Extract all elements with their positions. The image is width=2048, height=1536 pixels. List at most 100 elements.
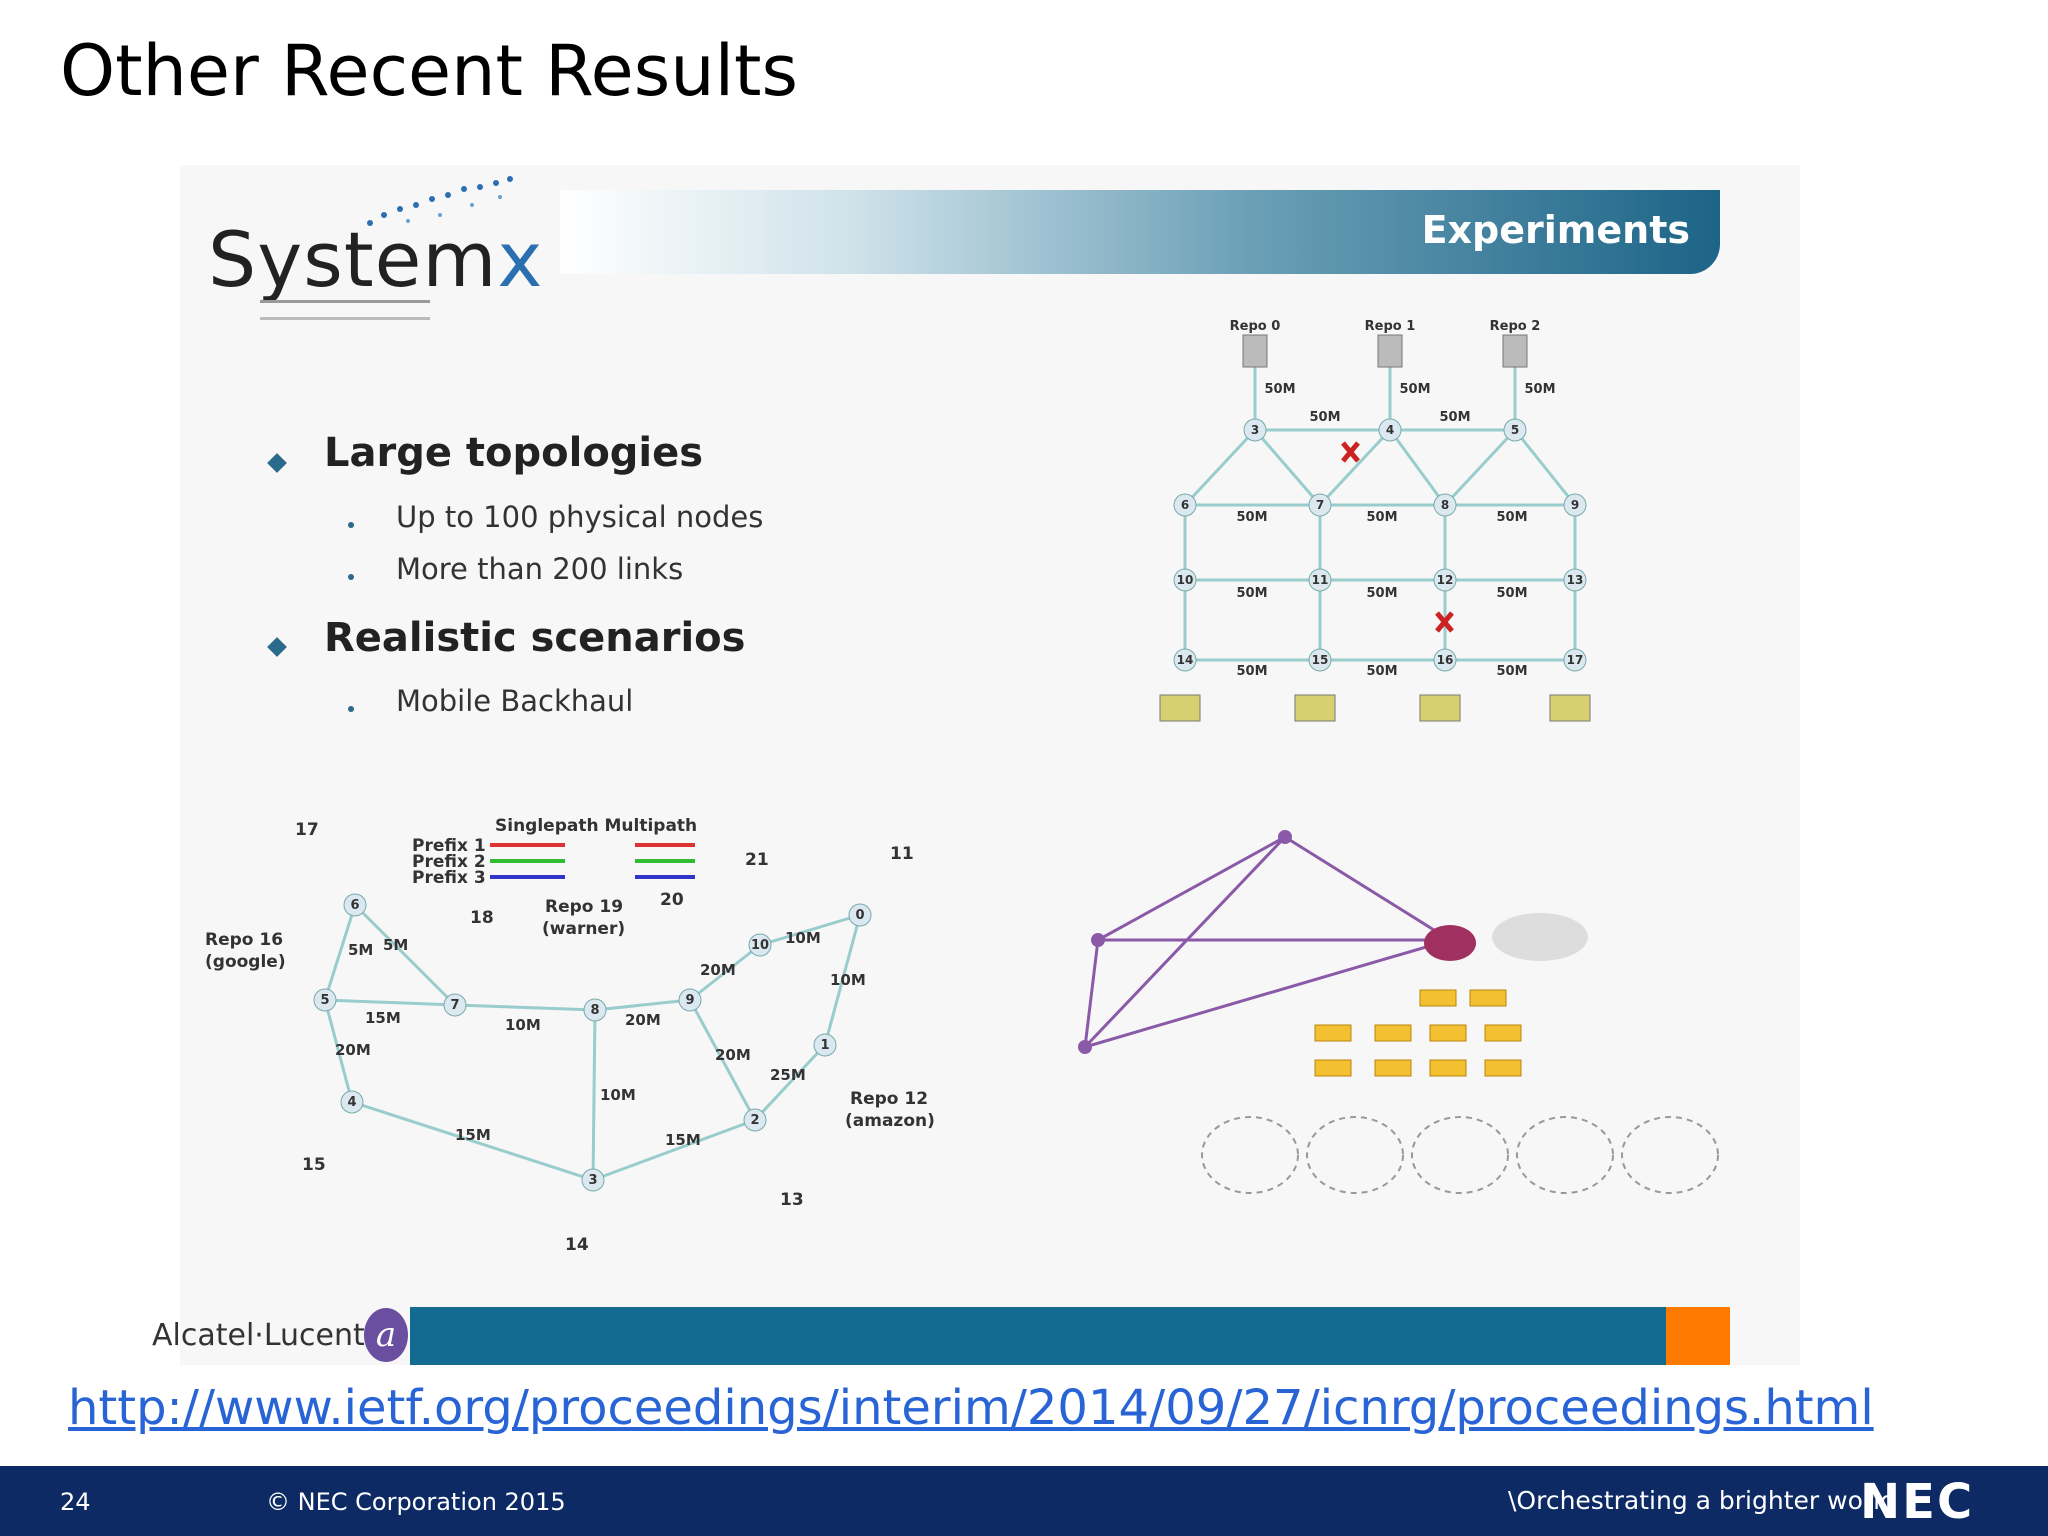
- repo-label: (amazon): [845, 1111, 935, 1131]
- slide-title: Other Recent Results: [60, 30, 798, 112]
- link-label: 10M: [600, 1086, 636, 1104]
- alcatel-band: [410, 1307, 1730, 1365]
- link-label: 50M: [1524, 382, 1555, 397]
- node-label: 10: [751, 938, 769, 953]
- banner-label: Experiments: [1421, 208, 1690, 252]
- link-label: 15M: [455, 1126, 491, 1144]
- legend-prefix-1: Prefix 1: [412, 836, 486, 856]
- node-label: 5: [1511, 423, 1519, 437]
- alcatel-lucent-name: Alcatel·Lucent: [152, 1318, 365, 1353]
- link-label: 15M: [665, 1131, 701, 1149]
- link-label: 50M: [1309, 410, 1340, 425]
- node-label: 13: [1567, 573, 1584, 587]
- link-label: 50M: [1496, 510, 1527, 525]
- grid-topology-diagram: Repo 0 Repo 1 Repo 2 50M 50M 50M 50M 50M…: [1159, 319, 1591, 722]
- nec-logo: NEC: [1860, 1474, 1975, 1530]
- node-label: 15: [1312, 653, 1329, 667]
- link-label: 20M: [700, 961, 736, 979]
- experiments-banner: Experiments: [560, 190, 1720, 274]
- link-label: 5M: [383, 936, 408, 954]
- client-label: 13: [780, 1190, 804, 1210]
- bullet-large-topologies: Large topologies: [324, 430, 704, 476]
- node-label: 6: [350, 898, 359, 913]
- orange-logo-block: [1666, 1307, 1730, 1365]
- link-label: 20M: [715, 1046, 751, 1064]
- link-label: 20M: [335, 1041, 371, 1059]
- sub-bullet-mobile-backhaul: Mobile Backhaul: [396, 684, 634, 718]
- node-label: 7: [1316, 498, 1324, 512]
- client-label: 15: [302, 1155, 326, 1175]
- link-label: 15M: [365, 1009, 401, 1027]
- node-label: 1: [820, 1038, 829, 1053]
- systemx-logo: Systemx: [208, 215, 543, 304]
- repo-label: Repo 2: [1490, 319, 1541, 334]
- link-label: 50M: [1366, 510, 1397, 525]
- alcatel-lucent-logo-icon: a: [364, 1308, 408, 1362]
- node-label: 17: [1567, 653, 1584, 667]
- link-label: 50M: [1236, 586, 1267, 601]
- copyright-text: © NEC Corporation 2015: [266, 1488, 566, 1516]
- tagline: \Orchestrating a brighter world: [1508, 1486, 1896, 1515]
- link-label: 50M: [1264, 382, 1295, 397]
- client-label: 11: [890, 844, 914, 864]
- link-label: 50M: [1366, 664, 1397, 679]
- link-label: 50M: [1496, 664, 1527, 679]
- client-label: 17: [295, 820, 319, 840]
- proceedings-link[interactable]: http://www.ietf.org/proceedings/interim/…: [68, 1380, 1874, 1436]
- node-label: 2: [750, 1113, 759, 1128]
- link-label: 50M: [1366, 586, 1397, 601]
- logo-dots-icon: [367, 176, 513, 226]
- node-label: 4: [347, 1095, 356, 1110]
- node-label: 11: [1312, 573, 1329, 587]
- repo-label: Repo 16: [205, 930, 283, 950]
- node-label: 3: [1251, 423, 1259, 437]
- node-label: 8: [590, 1003, 599, 1018]
- legend-prefix-2: Prefix 2: [412, 852, 486, 872]
- sub-bullet-physical-nodes: Up to 100 physical nodes: [396, 500, 764, 534]
- legend-prefix-3: Prefix 3: [412, 868, 486, 888]
- footer-bar: 24 © NEC Corporation 2015 \Orchestrating…: [0, 1466, 2048, 1536]
- client-label: 14: [565, 1235, 589, 1255]
- node-label: 7: [450, 998, 459, 1013]
- node-label: 10: [1177, 573, 1194, 587]
- sub-bullet-dot-icon: [348, 706, 354, 712]
- node-label: 8: [1441, 498, 1449, 512]
- repo-label: Repo 0: [1230, 319, 1281, 334]
- logo-text: System: [208, 215, 498, 304]
- link-label: 10M: [505, 1016, 541, 1034]
- mobile-backhaul-diagram: [1078, 830, 1719, 1194]
- node-label: 5: [320, 993, 329, 1008]
- link-label: 50M: [1399, 382, 1430, 397]
- node-label: 9: [1571, 498, 1579, 512]
- embedded-slide-image: [180, 165, 1800, 1365]
- link-label: 50M: [1236, 664, 1267, 679]
- sub-bullet-dot-icon: [348, 522, 354, 528]
- client-label: 21: [745, 850, 769, 870]
- node-label: 16: [1437, 653, 1454, 667]
- link-label: 10M: [785, 929, 821, 947]
- node-label: 6: [1181, 498, 1189, 512]
- multipath-network-diagram: Singlepath Multipath Prefix 1 Prefix 2 P…: [205, 816, 935, 1255]
- link-label: 10M: [830, 971, 866, 989]
- repo-label: Repo 12: [850, 1089, 928, 1109]
- node-label: 4: [1386, 423, 1394, 437]
- logo-subtitle-lines: [260, 300, 430, 320]
- node-label: 12: [1437, 573, 1454, 587]
- repo-label: Repo 19: [545, 897, 623, 917]
- repo-label: Repo 1: [1365, 319, 1416, 334]
- link-label: 20M: [625, 1011, 661, 1029]
- client-label: 18: [470, 908, 494, 928]
- link-label: 5M: [348, 941, 373, 959]
- link-label: 25M: [770, 1066, 806, 1084]
- node-label: 9: [685, 993, 694, 1008]
- link-label: 50M: [1236, 510, 1267, 525]
- sub-bullet-links: More than 200 links: [396, 552, 684, 586]
- bullet-realistic-scenarios: Realistic scenarios: [324, 615, 746, 661]
- client-label: 20: [660, 890, 684, 910]
- node-label: 0: [855, 908, 864, 923]
- node-label: 3: [588, 1173, 597, 1188]
- repo-label: (warner): [542, 919, 625, 939]
- logo-accent: x: [497, 215, 544, 304]
- repo-label: (google): [205, 952, 286, 972]
- link-label: 50M: [1496, 586, 1527, 601]
